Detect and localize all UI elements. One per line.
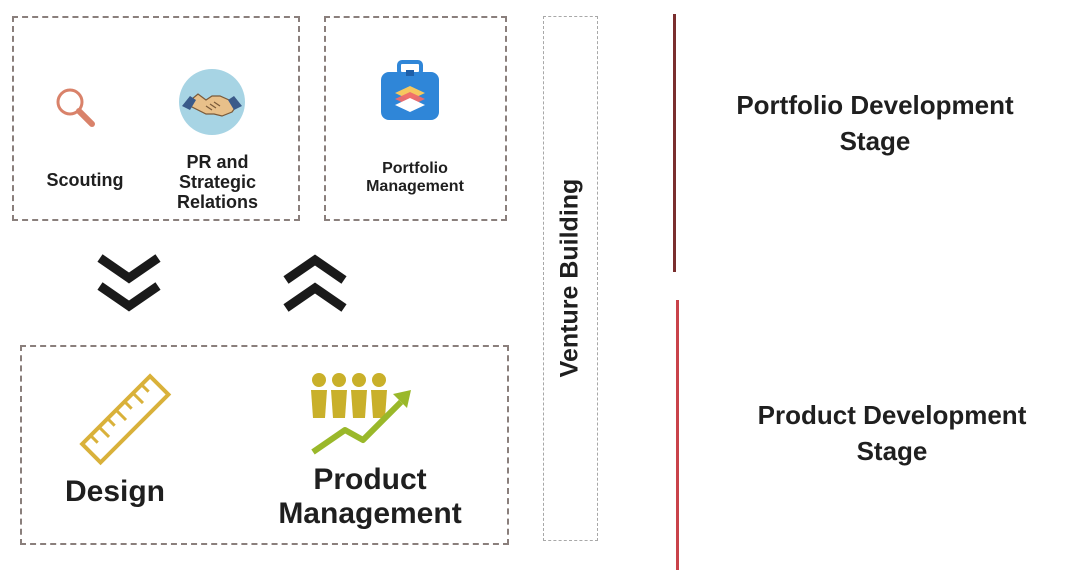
magnifier-icon	[56, 88, 95, 127]
design-label: Design	[64, 475, 166, 508]
ruler-icon	[79, 373, 172, 466]
team-growth-icon	[311, 373, 411, 455]
briefcase-icon	[381, 60, 439, 120]
chevron-up-icon	[283, 254, 347, 312]
product-management-label: Product Management	[278, 463, 462, 530]
venture-building-box	[543, 16, 598, 541]
scouting-pr-box	[12, 16, 300, 221]
portfolio-management-label: Portfolio Management	[366, 160, 464, 195]
portfolio-management-box	[324, 16, 507, 221]
chevron-down-icon	[97, 254, 161, 312]
product-stage-line	[676, 300, 679, 570]
portfolio-development-stage-label: Portfolio Development Stage	[736, 90, 1014, 157]
design-product-box	[20, 345, 509, 545]
handshake-icon	[179, 69, 245, 135]
product-development-stage-label: Product Development Stage	[757, 400, 1027, 467]
scouting-label: Scouting	[46, 170, 124, 190]
pr-strategic-relations-label: PR and Strategic Relations	[176, 152, 259, 213]
venture-building-label: Venture Building	[555, 178, 584, 378]
portfolio-stage-line	[673, 14, 676, 272]
